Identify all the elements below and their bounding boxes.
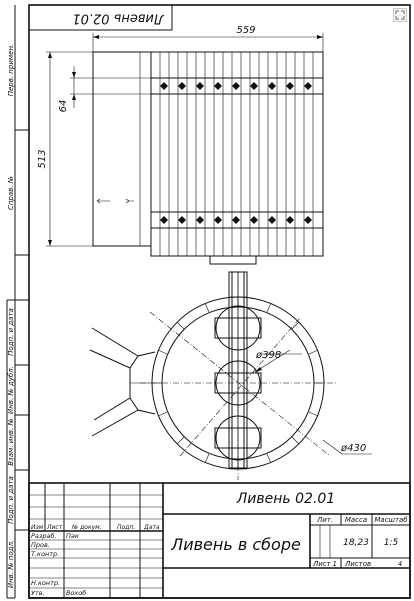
mirrored-designation: Ливень 02.01 bbox=[72, 11, 164, 26]
mass-label: Масса bbox=[345, 516, 367, 524]
scale-value: 1:5 bbox=[384, 538, 399, 548]
mass-value: 18,23 bbox=[343, 538, 369, 548]
sheets-value: 4 bbox=[398, 560, 402, 568]
label-podp-date-2: Подп. и дата bbox=[7, 476, 15, 524]
role-razrab: Разраб. bbox=[31, 532, 57, 540]
header-doc: № докум. bbox=[71, 524, 102, 531]
top-band-holes bbox=[160, 82, 312, 90]
dim-height: 513 bbox=[37, 149, 48, 168]
scale-label: Масштаб bbox=[374, 516, 408, 524]
top-band bbox=[150, 77, 324, 95]
top-view bbox=[89, 271, 336, 480]
label-sprav-no: Справ. № bbox=[7, 176, 15, 210]
person-razrab: Пак bbox=[66, 532, 79, 540]
top-view-dimensions: ø398 ø430 bbox=[254, 349, 372, 455]
mirrored-code-box: Ливень 02.01 bbox=[29, 5, 173, 31]
front-view-dimensions: 559 513 64 bbox=[37, 25, 324, 247]
header-data: Дата bbox=[143, 524, 160, 531]
title-block: Ливень 02.01 Ливень в сборе Изм Лист № д… bbox=[28, 482, 411, 599]
label-inv-podl: Инв. № подл. bbox=[7, 540, 15, 588]
lit-label: Лит. bbox=[316, 516, 333, 524]
dim-outer-diameter: ø430 bbox=[340, 443, 366, 454]
label-perv-primen: Перв. примен. bbox=[7, 44, 15, 97]
title-name: Ливень в сборе bbox=[170, 535, 301, 554]
role-tkontr: Т.контр. bbox=[31, 550, 59, 558]
side-stamp-column: Перв. примен. Справ. № Подп. и дата Инв.… bbox=[6, 44, 29, 599]
expand-icon[interactable] bbox=[393, 8, 407, 22]
sheets-label: Листов bbox=[344, 560, 371, 568]
label-podp-date-1: Подп. и дата bbox=[7, 308, 15, 356]
dim-width: 559 bbox=[236, 25, 255, 36]
person-utv: Вохоб bbox=[66, 589, 86, 597]
title-designation: Ливень 02.01 bbox=[236, 491, 335, 507]
label-vzam-inv: Взам. инв. № bbox=[7, 418, 15, 466]
role-utv: Утв. bbox=[31, 589, 45, 597]
dim-band: 64 bbox=[58, 100, 69, 113]
front-view bbox=[92, 51, 324, 265]
dim-inner-diameter: ø398 bbox=[255, 350, 281, 361]
role-prov: Пров. bbox=[31, 541, 50, 549]
header-list: Лист bbox=[46, 524, 63, 531]
bottom-band-holes bbox=[160, 216, 312, 224]
sheet-label: Лист bbox=[312, 560, 332, 568]
header-podp: Подп. bbox=[117, 524, 135, 531]
bottom-band bbox=[150, 211, 324, 229]
label-inv-dubl: Инв. № дубл. bbox=[7, 366, 15, 414]
sheet-value: 1 bbox=[333, 560, 337, 568]
header-izm: Изм bbox=[31, 524, 44, 531]
role-nkontr: Н.контр. bbox=[31, 579, 60, 587]
